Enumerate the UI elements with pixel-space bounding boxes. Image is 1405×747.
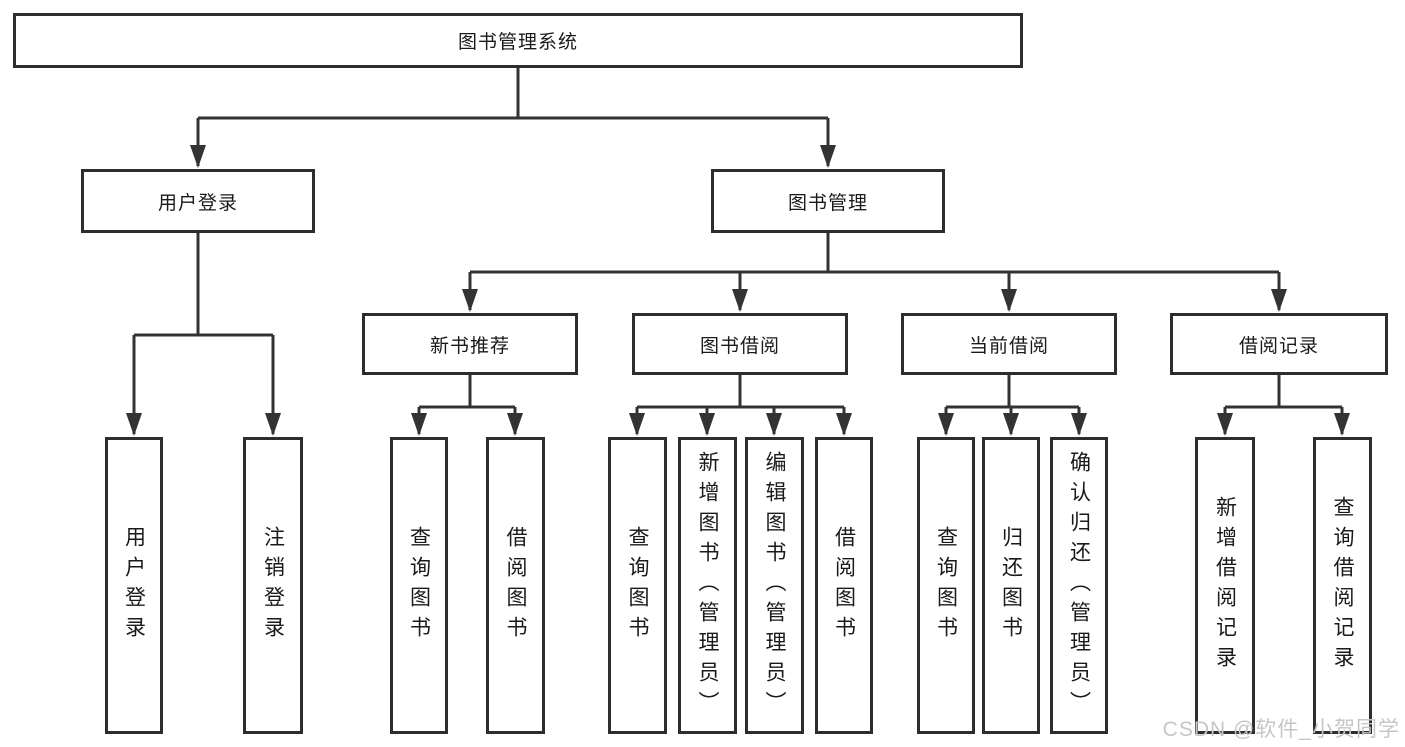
node-root-label: 图书管理系统: [457, 32, 578, 53]
leaf-add-borrow-record-label: 新增借阅记录: [1213, 495, 1237, 676]
connector-root-to-level2: [198, 68, 828, 120]
node-user-login-label: 用户登录: [157, 192, 238, 214]
node-borrow-records: 借阅记录: [1170, 313, 1388, 375]
leaf-query-books-current-label: 查询图书: [934, 525, 958, 646]
leaf-user-login: 用户登录: [105, 437, 163, 734]
node-new-book-recommend-label: 新书推荐: [429, 335, 510, 357]
connector-borrowing-children: [637, 375, 844, 409]
leaf-confirm-return-admin: 确认归还（管理员）: [1050, 437, 1108, 734]
node-current-borrowing: 当前借阅: [901, 313, 1117, 375]
node-new-book-recommend: 新书推荐: [362, 313, 578, 375]
leaf-confirm-return-admin-label: 确认归还（管理员）: [1067, 450, 1091, 721]
connector-records-children: [1225, 375, 1342, 409]
leaf-query-books-recommend: 查询图书: [390, 437, 448, 734]
leaf-query-books-current: 查询图书: [917, 437, 975, 734]
leaf-query-books-borrowing-label: 查询图书: [626, 525, 650, 646]
leaf-add-borrow-record: 新增借阅记录: [1195, 437, 1255, 734]
leaf-borrow-books-recommend: 借阅图书: [486, 437, 545, 734]
leaf-return-books-label: 归还图书: [999, 525, 1023, 646]
leaf-add-book-admin-label: 新增图书（管理员）: [696, 450, 720, 721]
leaf-edit-book-admin-label: 编辑图书（管理员）: [763, 450, 787, 721]
leaf-query-borrow-record-label: 查询借阅记录: [1331, 495, 1355, 676]
leaf-borrow-books-borrowing-label: 借阅图书: [832, 525, 856, 646]
node-book-management: 图书管理: [711, 169, 945, 233]
leaf-logout-label: 注销登录: [261, 525, 285, 646]
node-current-borrowing-label: 当前借阅: [968, 335, 1049, 357]
leaf-return-books: 归还图书: [982, 437, 1040, 734]
leaf-user-login-label: 用户登录: [122, 525, 146, 646]
leaf-borrow-books-recommend-label: 借阅图书: [504, 525, 528, 646]
leaf-query-books-borrowing: 查询图书: [608, 437, 667, 734]
leaf-add-book-admin: 新增图书（管理员）: [678, 437, 737, 734]
node-root: 图书管理系统: [13, 13, 1023, 68]
leaf-query-borrow-record: 查询借阅记录: [1313, 437, 1372, 734]
node-user-login: 用户登录: [81, 169, 315, 233]
node-book-management-label: 图书管理: [787, 192, 868, 214]
node-book-borrowing: 图书借阅: [632, 313, 848, 375]
connector-book-management-children: [470, 233, 1279, 274]
node-book-borrowing-label: 图书借阅: [699, 335, 780, 357]
csdn-watermark: CSDN @软件_小贺同学: [1162, 718, 1400, 741]
connector-recommend-children: [419, 375, 515, 409]
connector-current-children: [946, 375, 1079, 409]
connector-user-login-children: [134, 233, 273, 337]
leaf-borrow-books-borrowing: 借阅图书: [815, 437, 873, 734]
leaf-edit-book-admin: 编辑图书（管理员）: [745, 437, 804, 734]
leaf-query-books-recommend-label: 查询图书: [407, 525, 431, 646]
leaf-logout: 注销登录: [243, 437, 303, 734]
node-borrow-records-label: 借阅记录: [1238, 335, 1319, 357]
